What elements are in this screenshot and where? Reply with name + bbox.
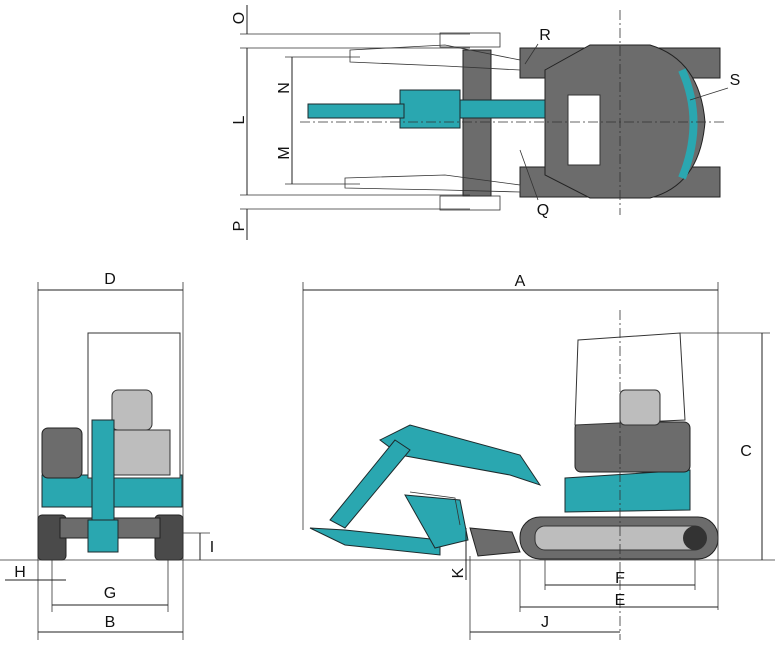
- front-engine-cover: [41, 427, 83, 479]
- label-o: O: [231, 12, 248, 24]
- label-q: Q: [537, 202, 549, 219]
- label-c: C: [740, 443, 752, 460]
- side-engine-hood: [574, 421, 691, 473]
- label-n: N: [276, 82, 293, 94]
- side-blade: [469, 527, 521, 557]
- label-h: H: [14, 564, 26, 581]
- top-boom: [454, 99, 546, 119]
- label-e: E: [615, 592, 626, 609]
- side-bucket: [404, 494, 469, 549]
- label-i: I: [210, 539, 214, 556]
- top-boom-swing-right: [344, 174, 521, 193]
- leader-r: [524, 43, 539, 65]
- front-boom: [91, 419, 115, 531]
- label-r: R: [539, 27, 551, 44]
- side-boom: [379, 424, 542, 486]
- label-p: P: [231, 221, 248, 232]
- side-sprocket: [683, 526, 707, 550]
- top-blade: [462, 49, 492, 197]
- side-upper-body: [564, 469, 691, 513]
- label-s: S: [730, 72, 741, 89]
- front-bucket: [87, 519, 119, 553]
- label-j: J: [541, 614, 549, 631]
- top-boom-swing-left: [349, 44, 521, 71]
- side-seat: [619, 389, 661, 426]
- label-b: B: [105, 614, 116, 631]
- side-arm: [329, 439, 411, 529]
- front-seat: [111, 389, 153, 431]
- top-bucket-link: [307, 103, 405, 119]
- label-k: K: [450, 567, 467, 578]
- top-bucket-upper: [439, 32, 501, 48]
- side-bucket-outline: [409, 491, 461, 526]
- top-counterweight-rim: [678, 68, 698, 180]
- label-g: G: [104, 585, 116, 602]
- side-arm-lower: [309, 527, 441, 556]
- front-view: D G B H I: [0, 271, 775, 640]
- leader-s: [689, 87, 729, 101]
- label-a: A: [515, 273, 526, 290]
- label-l: L: [231, 115, 248, 124]
- leader-q: [519, 149, 539, 201]
- side-view: A C F E J K: [302, 273, 770, 640]
- label-f: F: [615, 570, 625, 587]
- top-cab-floor: [567, 94, 601, 166]
- top-bucket-lower: [439, 195, 501, 211]
- label-m: M: [276, 146, 293, 159]
- label-d: D: [104, 271, 116, 288]
- top-view: O L P N M R S Q: [231, 5, 740, 240]
